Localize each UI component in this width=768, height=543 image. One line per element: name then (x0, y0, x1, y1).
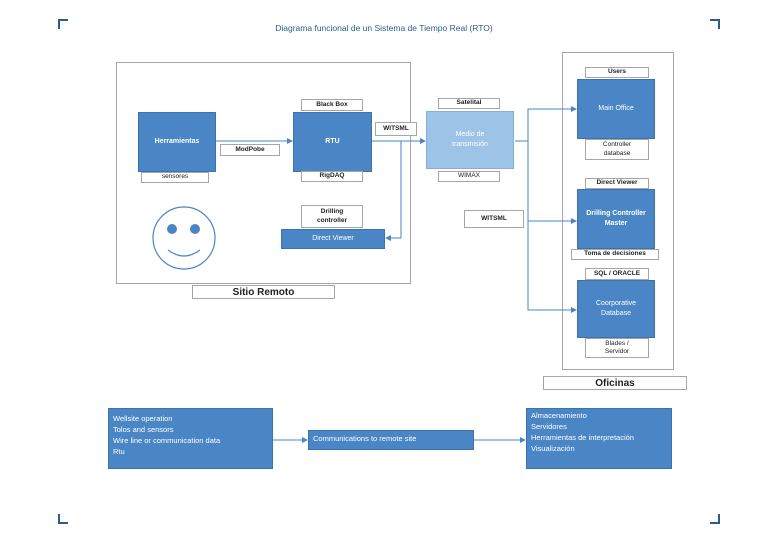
rtu-box: RTU (293, 112, 372, 172)
toma-decisiones-label: Toma de decisiones (571, 249, 659, 260)
direct-viewer-office-label: Direct Viewer (585, 178, 649, 189)
blades-servidor-label: Blades / Servidor (585, 338, 649, 358)
flow-right-line: Almacenamiento (531, 411, 587, 420)
flow-right-line: Servidores (531, 421, 567, 431)
witsml-side-label: WITSML (464, 210, 524, 228)
sitio-remoto-label: Sitio Remoto (192, 285, 335, 299)
drilling-controller-label: Drilling controller (301, 205, 363, 228)
herramientas-box: Herramientas (138, 112, 216, 172)
flow-left-line: Tolos and sensors (113, 424, 174, 434)
medio-transmision-box: Medio de transmisión (426, 111, 514, 169)
oficinas-label: Oficinas (543, 376, 687, 390)
witsml-top-label: WITSML (375, 122, 417, 136)
storage-box: Almacenamiento Servidores Herramientas d… (526, 408, 672, 469)
corporate-database-box: Coorporative Database (577, 280, 655, 338)
main-office-box: Main Office (577, 79, 655, 139)
controller-database-label: Controller database (585, 139, 649, 160)
sql-oracle-label: SQL / ORACLE (585, 268, 649, 280)
drilling-controller-master-box: Drilling Controller Master (577, 189, 655, 249)
wellsite-operation-box: Wellsite operation Tolos and sensors Wir… (108, 408, 273, 469)
flow-left-line: Rtu (113, 446, 125, 456)
wimax-label: WIMAX (438, 171, 500, 182)
diagram-title: Diagrama funcional de un Sistema de Tiem… (275, 23, 493, 33)
blackbox-label: Black Box (301, 99, 363, 111)
users-label: Users (585, 67, 649, 78)
communications-box: Communications to remote site (308, 430, 474, 450)
sensores-label: sensores (141, 172, 209, 183)
flow-left-line: Wire line or communication data (113, 435, 221, 445)
flow-right-line: Visualización (531, 443, 575, 453)
rigdaq-label: RigDAQ (301, 171, 363, 182)
modpobe-label: ModPobe (220, 144, 280, 156)
satelital-label: Satelital (438, 98, 500, 109)
direct-viewer-remote-box: Direct Viewer (281, 229, 385, 249)
flow-right-line: Herramientas de interpretación (531, 432, 634, 442)
flow-left-line: Wellsite operation (113, 414, 173, 423)
